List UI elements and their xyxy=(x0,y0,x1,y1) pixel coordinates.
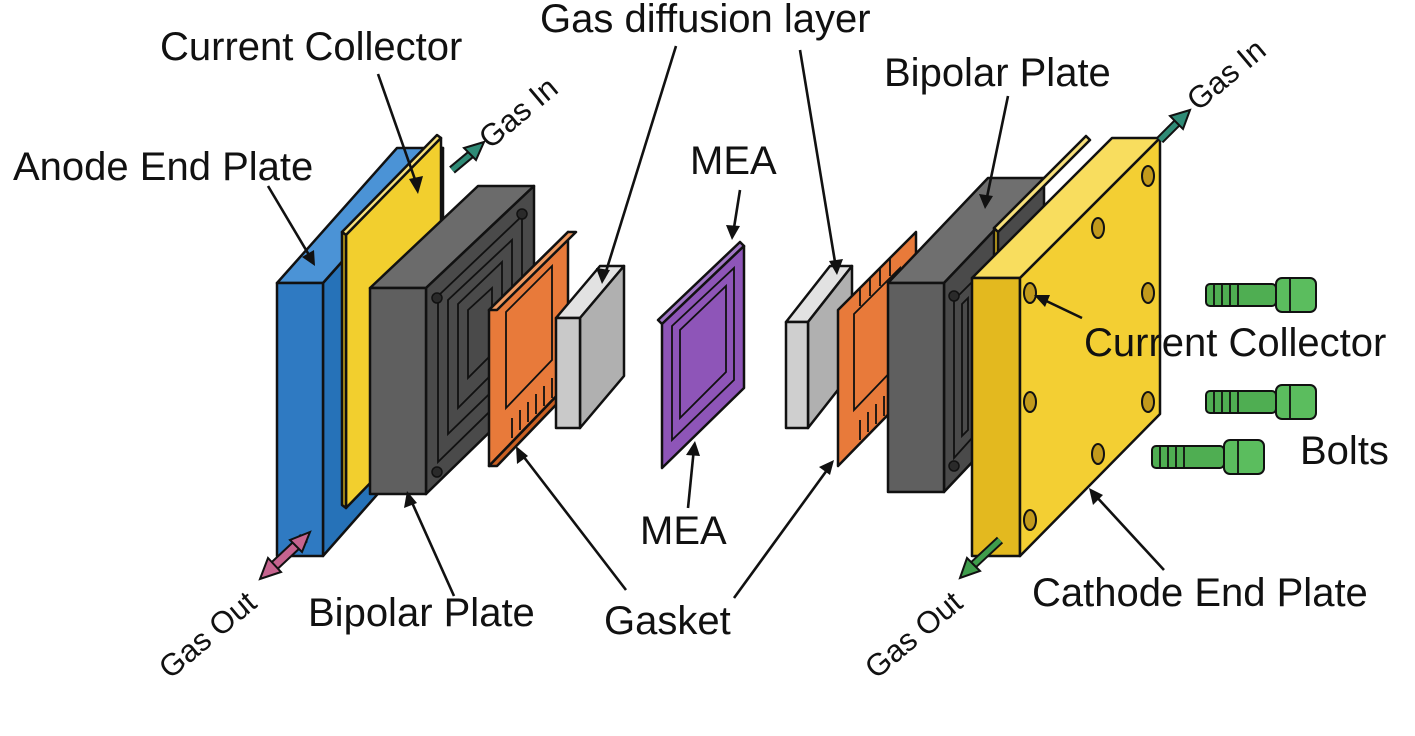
current-collector-left-label: Current Collector xyxy=(160,25,462,69)
gas-in-arrow-icon xyxy=(449,140,486,174)
gas-out-arrow-icon xyxy=(958,536,1004,580)
bolt-icon xyxy=(1205,384,1317,420)
leader-lines xyxy=(266,45,1165,599)
gasket-left-teeth xyxy=(511,378,553,438)
bipolar-plate-left xyxy=(368,184,536,496)
gas-diffusion-layer-left xyxy=(554,264,626,430)
gasket-left xyxy=(487,230,578,468)
gas-out-arrow-icon xyxy=(258,530,312,581)
gas-in-left-label: Gas In xyxy=(472,70,564,156)
gasket-label: Gasket xyxy=(604,599,731,643)
gas-diffusion-layer-label: Gas diffusion layer xyxy=(540,0,871,41)
cathode-bolt-holes xyxy=(1023,165,1155,531)
gas-in-arrow-icon xyxy=(1156,108,1192,144)
current-collector-right-label: Current Collector xyxy=(1084,321,1386,365)
labels: Current Collector Gas diffusion layer An… xyxy=(13,0,1389,685)
gas-out-right-label: Gas Out xyxy=(858,584,969,685)
mea xyxy=(656,240,746,470)
gas-out-left-label: Gas Out xyxy=(152,584,263,685)
mea-top-label: MEA xyxy=(690,139,777,183)
bolts-label: Bolts xyxy=(1300,429,1389,473)
bolt-icon xyxy=(1205,277,1317,313)
bipolar-plate-bottom-label: Bipolar Plate xyxy=(308,591,535,635)
anode-end-plate-label: Anode End Plate xyxy=(13,145,313,189)
bipolar-plate-top-label: Bipolar Plate xyxy=(884,51,1111,95)
cathode-end-plate xyxy=(970,136,1162,558)
gas-in-right-label: Gas In xyxy=(1180,32,1272,118)
bolt-icon xyxy=(1151,439,1265,475)
cathode-end-plate-label: Cathode End Plate xyxy=(1032,571,1368,615)
mea-bottom-label: MEA xyxy=(640,509,727,553)
